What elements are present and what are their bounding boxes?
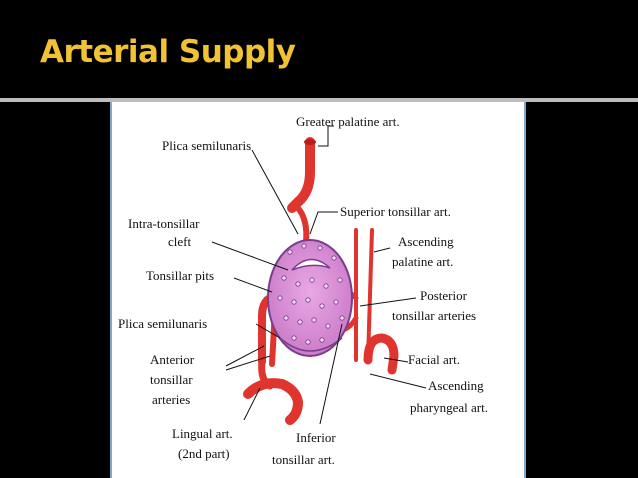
label-intra-tonsillar-2: cleft bbox=[168, 234, 191, 249]
label-inferior-tonsillar-2: tonsillar art. bbox=[272, 452, 335, 467]
greater-palatine-artery bbox=[287, 137, 315, 213]
label-lingual-2: (2nd part) bbox=[178, 446, 230, 461]
ascending-palatine-artery-b bbox=[366, 228, 374, 362]
superior-tonsillar-artery bbox=[295, 205, 310, 245]
intra-tonsillar-cleft bbox=[291, 258, 331, 271]
leader-lines bbox=[211, 125, 427, 425]
facial-artery bbox=[363, 333, 399, 375]
label-greater-palatine: Greater palatine art. bbox=[296, 114, 400, 129]
label-ascending-pharyngeal-1: Ascending bbox=[428, 378, 484, 393]
label-ascending-palatine-2: palatine art. bbox=[392, 254, 453, 269]
label-intra-tonsillar-1: Intra-tonsillar bbox=[128, 216, 200, 231]
tonsil bbox=[267, 239, 353, 357]
lingual-artery bbox=[243, 378, 303, 425]
label-ascending-palatine-1: Ascending bbox=[398, 234, 454, 249]
label-plica-semilunaris-top: Plica semilunaris bbox=[162, 138, 251, 153]
label-anterior-tonsillar-2: tonsillar bbox=[150, 372, 193, 387]
label-posterior-tonsillar-1: Posterior bbox=[420, 288, 468, 303]
tonsil-body bbox=[267, 239, 353, 357]
arterial-supply-diagram: Greater palatine art. Plica semilunaris … bbox=[110, 102, 526, 478]
tonsillar-pits bbox=[277, 243, 345, 345]
label-lingual-1: Lingual art. bbox=[172, 426, 233, 441]
label-inferior-tonsillar-1: Inferior bbox=[296, 430, 336, 445]
label-ascending-pharyngeal-2: pharyngeal art. bbox=[410, 400, 488, 415]
label-posterior-tonsillar-2: tonsillar arteries bbox=[392, 308, 476, 323]
slide-title: Arterial Supply bbox=[40, 34, 296, 70]
label-plica-semilunaris-bottom: Plica semilunaris bbox=[118, 316, 207, 331]
title-divider bbox=[0, 98, 638, 102]
label-tonsillar-pits: Tonsillar pits bbox=[146, 268, 214, 283]
label-anterior-tonsillar-3: arteries bbox=[152, 392, 190, 407]
greater-palatine-cut-end bbox=[304, 139, 316, 145]
lingual-connector bbox=[258, 358, 274, 390]
label-superior-tonsillar: Superior tonsillar art. bbox=[340, 204, 451, 219]
label-facial: Facial art. bbox=[408, 352, 460, 367]
plica-semilunaris-fold bbox=[279, 337, 343, 352]
diagram-svg: Greater palatine art. Plica semilunaris … bbox=[118, 114, 488, 467]
label-anterior-tonsillar-1: Anterior bbox=[150, 352, 195, 367]
labels: Greater palatine art. Plica semilunaris … bbox=[118, 114, 488, 467]
